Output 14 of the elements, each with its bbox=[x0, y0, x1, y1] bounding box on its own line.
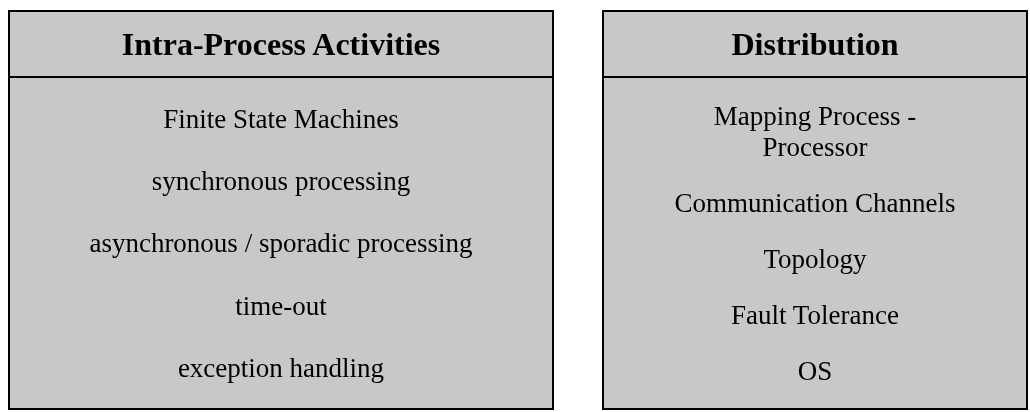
list-item: exception handling bbox=[177, 353, 385, 385]
list-item: Finite State Machines bbox=[163, 103, 399, 135]
list-item: time-out bbox=[235, 290, 327, 322]
panel-heading: Intra-Process Activities bbox=[121, 25, 441, 63]
list-item: OS bbox=[797, 356, 833, 388]
category-panel bbox=[602, 10, 1028, 410]
panel-heading: Distribution bbox=[731, 25, 899, 63]
list-item: Mapping Process - Processor bbox=[712, 100, 918, 163]
list-item: synchronous processing bbox=[151, 166, 411, 198]
list-item: Communication Channels bbox=[674, 187, 956, 219]
list-item: Topology bbox=[763, 244, 867, 276]
list-item: asynchronous / sporadic processing bbox=[89, 228, 473, 260]
list-item: Fault Tolerance bbox=[731, 300, 899, 332]
category-panel bbox=[8, 10, 554, 410]
